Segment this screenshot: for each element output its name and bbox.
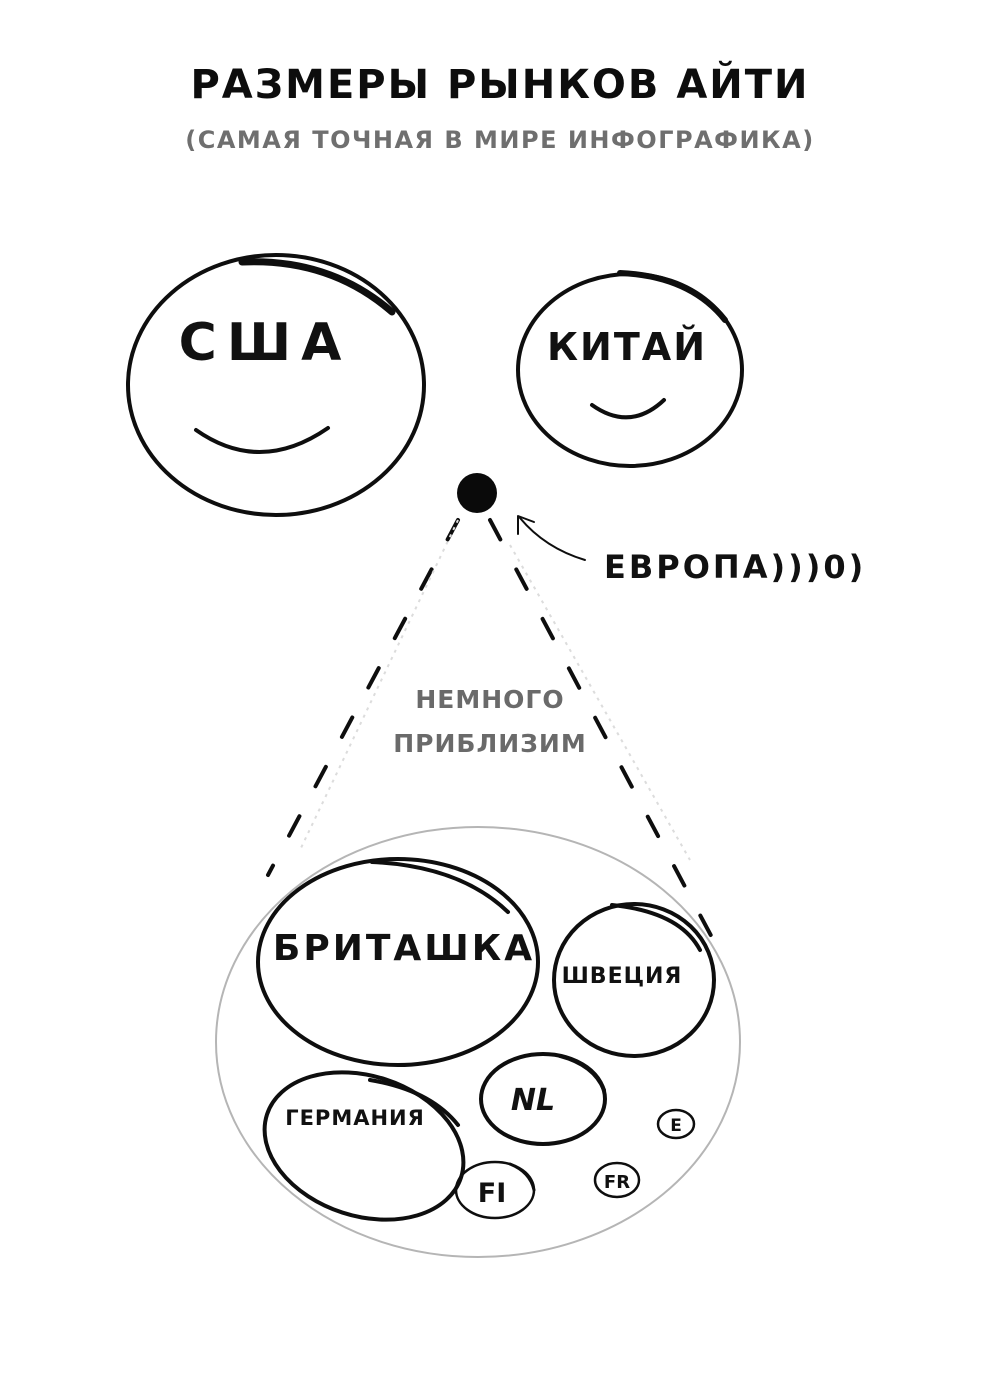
zoom-cone (266, 518, 718, 947)
e-circle (656, 1108, 696, 1140)
germany-circle (262, 1070, 466, 1222)
zoom-line-left-shadow (299, 519, 459, 851)
germany-circle-overstroke (368, 1078, 460, 1127)
uk-market: БРИТАШКА (256, 857, 540, 1067)
uk-label: БРИТАШКА (273, 928, 535, 969)
zoom-line-left (266, 518, 460, 877)
germany-label: ГЕРМАНИЯ (285, 1106, 425, 1130)
europe-zoom-circle (215, 826, 741, 1258)
usa-label: США (179, 313, 352, 373)
fr-circle (593, 1161, 641, 1199)
arrow-head (517, 515, 535, 535)
usa-market: США (126, 253, 426, 517)
europe-dot (457, 473, 497, 513)
china-circle-overstroke (617, 270, 728, 323)
e-label: E (670, 1116, 682, 1136)
usa-smile (194, 426, 330, 454)
fr-label: FR (604, 1172, 630, 1193)
zoom-label-line2: ПРИБЛИЗИМ (393, 729, 586, 758)
sweden-circle (552, 902, 716, 1058)
zoom-label-line1: НЕМНОГО (415, 685, 564, 714)
usa-circle-overstroke (238, 258, 396, 316)
finland-market: FI (454, 1160, 536, 1220)
sweden-circle-overstroke (610, 903, 702, 952)
sweden-label: ШВЕЦИЯ (562, 964, 683, 989)
fi-label: FI (478, 1178, 507, 1209)
page-title: РАЗМЕРЫ РЫНКОВ АЙТИ (190, 62, 810, 108)
uk-circle (256, 857, 540, 1067)
europe-arrow (517, 515, 586, 561)
fi-circle-overstroke (508, 1162, 536, 1192)
germany-market: ГЕРМАНИЯ (262, 1070, 466, 1222)
sweden-market: ШВЕЦИЯ (552, 902, 716, 1058)
page-subtitle: (САМАЯ ТОЧНАЯ В МИРЕ ИНФОГРАФИКА) (185, 126, 815, 154)
nl-circle-overstroke (558, 1054, 606, 1092)
nl-circle (479, 1052, 607, 1146)
europe-label: ЕВРОПА)))0) (604, 548, 866, 586)
zoom-line-right (488, 518, 718, 947)
netherlands-market: NL (479, 1052, 607, 1146)
france-market: FR (593, 1161, 641, 1199)
china-label: КИТАЙ (547, 325, 707, 369)
uk-circle-overstroke (370, 860, 510, 914)
usa-circle (126, 253, 426, 517)
china-smile (590, 398, 666, 420)
china-market: КИТАЙ (516, 270, 744, 468)
estonia-market: E (656, 1108, 696, 1140)
nl-label: NL (511, 1083, 555, 1118)
arrow-shaft (519, 517, 586, 561)
